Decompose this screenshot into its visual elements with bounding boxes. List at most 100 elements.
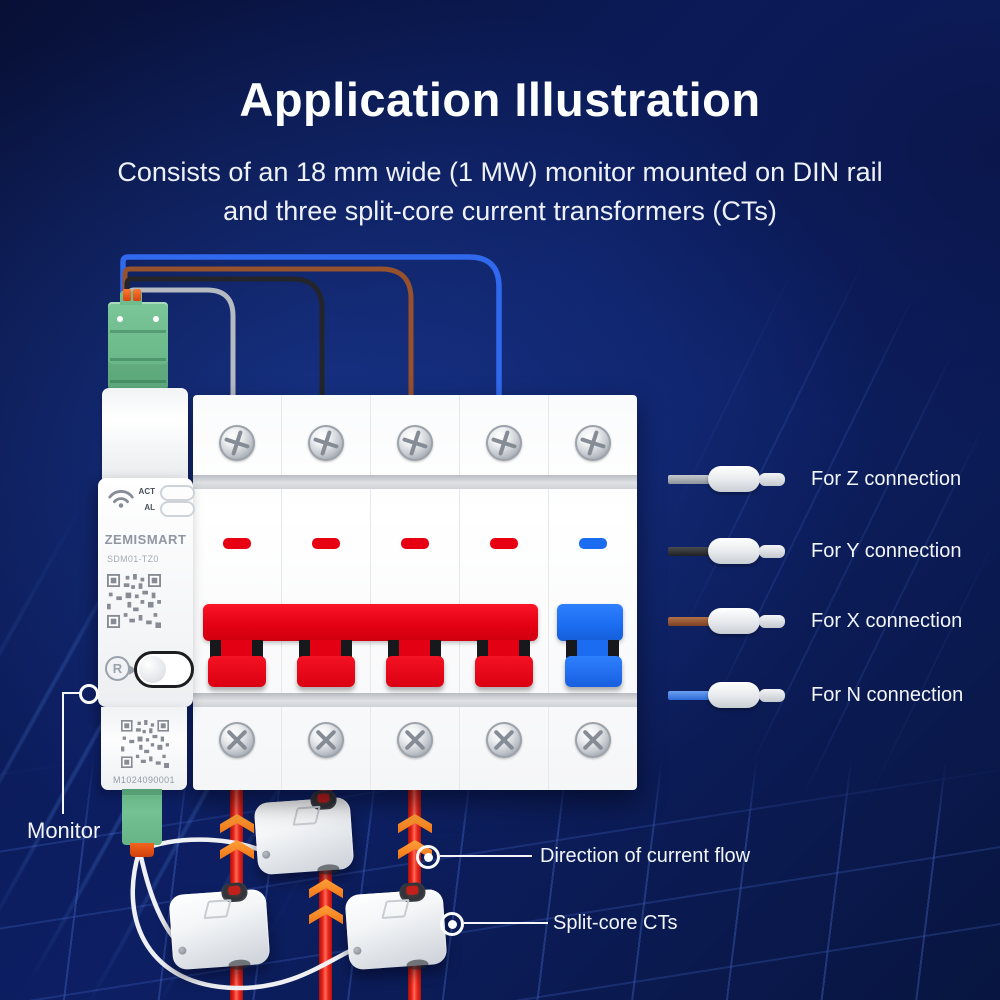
wire-blue-n <box>120 254 502 397</box>
breaker-handle-stem <box>477 640 530 658</box>
module-divider <box>459 395 460 790</box>
terminal-screw-icon <box>219 425 255 461</box>
terminal-screw-icon <box>308 722 344 758</box>
current-flow-label: Direction of current flow <box>540 845 751 867</box>
ct-clip-icon <box>381 898 410 919</box>
connection-label: For Y connection <box>811 539 962 562</box>
black-wire-icon <box>668 546 710 556</box>
brand-logo: ZEMISMART <box>104 532 187 547</box>
diagonal-lines-decor <box>670 250 1000 810</box>
page-subtitle: Consists of an 18 mm wide (1 MW) monitor… <box>0 153 1000 231</box>
sense-wire-3 <box>130 849 359 991</box>
qr-code <box>121 720 169 768</box>
wire-black-y <box>124 276 325 397</box>
breaker-handle-stem <box>299 640 352 658</box>
wire-tip-orange <box>123 289 131 301</box>
ferrule-icon <box>708 538 760 564</box>
breaker-handle-red <box>475 656 533 687</box>
terminal-screw-icon <box>575 425 611 461</box>
din-rail-band <box>193 475 637 489</box>
connector-tip-orange <box>130 843 154 857</box>
connector-line <box>110 330 166 333</box>
breaker-handle-blue <box>565 656 622 687</box>
connection-row-x: For X connection <box>668 608 962 634</box>
split-core-ct-label: Split-core CTs <box>553 912 678 934</box>
subtitle-line-1: Consists of an 18 mm wide (1 MW) monitor… <box>117 157 883 187</box>
ferrule-tip-icon <box>759 544 785 558</box>
ct-clamp-1 <box>253 789 355 876</box>
breaker-handle-red <box>297 656 355 687</box>
breaker-handle-red <box>208 656 266 687</box>
breaker-cap-blue <box>557 604 623 641</box>
page-title: Application Illustration <box>239 73 761 126</box>
module-divider <box>548 395 549 790</box>
terminal-screw-icon <box>219 722 255 758</box>
blue-wire-icon <box>668 690 710 700</box>
model-number: SDM01-TZ0 <box>107 554 159 564</box>
act-led-indicator <box>160 485 195 501</box>
act-led-label: ACT <box>138 487 155 496</box>
status-dash-red <box>401 538 429 549</box>
connection-label: For X connection <box>811 609 963 632</box>
connection-row-y: For Y connection <box>668 538 961 564</box>
monitor-marker-icon <box>79 684 99 704</box>
wire-brown-x <box>122 266 414 397</box>
breaker-handle-stem <box>566 640 619 658</box>
terminal-screw-icon <box>486 425 522 461</box>
ct-clip-icon <box>203 899 232 920</box>
leader-line <box>440 855 532 857</box>
wire-tip-orange <box>133 289 141 301</box>
monitor-label: Monitor <box>27 818 101 843</box>
connector-line <box>110 380 166 383</box>
breaker-handle-stem <box>388 640 441 658</box>
al-led-label: AL <box>144 503 155 512</box>
din-rail-band <box>193 693 637 707</box>
status-dash-blue <box>579 538 607 549</box>
ferrule-tip-icon <box>759 688 785 702</box>
breaker-handle-red <box>386 656 444 687</box>
terminal-screw-icon <box>397 722 433 758</box>
wifi-icon <box>108 490 134 508</box>
ferrule-tip-icon <box>759 614 785 628</box>
ct-cable-port <box>353 946 362 956</box>
monitor-bottom-section: M1024090001 <box>101 707 187 790</box>
connector-line <box>110 358 166 361</box>
pairing-button <box>134 651 194 688</box>
breaker-handle-stem <box>210 640 263 658</box>
ct-marker-icon <box>440 912 464 936</box>
ferrule-icon <box>708 682 760 708</box>
terminal-screw-icon <box>308 425 344 461</box>
monitor-din-tab <box>102 388 188 480</box>
qr-code <box>107 574 161 628</box>
gray-wire-icon <box>668 474 710 484</box>
status-dash-red <box>312 538 340 549</box>
ct-cable-port <box>178 946 187 955</box>
floor-grid-decor <box>0 758 1000 1000</box>
ferrule-icon <box>708 466 760 492</box>
terminal-screw-icon <box>575 722 611 758</box>
status-dash-red <box>490 538 518 549</box>
leader-line <box>464 922 548 924</box>
ct-clamp-2 <box>168 881 271 971</box>
terminal-screw-icon <box>397 425 433 461</box>
brown-wire-icon <box>668 616 710 626</box>
connector-screw-dot <box>153 316 159 322</box>
connection-row-z: For Z connection <box>668 466 961 492</box>
connection-label: For Z connection <box>811 467 962 490</box>
ferrule-icon <box>708 608 760 634</box>
terminal-connector-top <box>108 289 168 390</box>
flow-marker-icon <box>416 845 440 869</box>
ct-cable-port <box>261 850 271 859</box>
serial-number: M1024090001 <box>113 775 175 785</box>
al-led-indicator <box>160 501 195 517</box>
ct-clip-icon <box>292 805 321 826</box>
module-divider <box>281 395 282 790</box>
reset-button: R <box>105 656 137 681</box>
ct-clamp-3 <box>344 881 448 971</box>
module-divider <box>370 395 371 790</box>
breaker-panel <box>193 395 637 790</box>
subtitle-line-2: and three split-core current transformer… <box>223 196 777 226</box>
connection-row-n: For N connection <box>668 682 963 708</box>
connection-label: For N connection <box>811 683 964 706</box>
